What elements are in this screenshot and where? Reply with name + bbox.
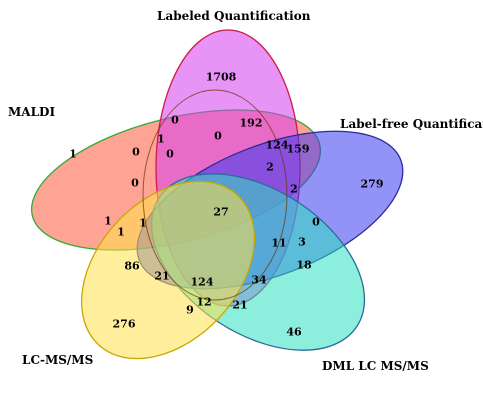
region-count: 0: [166, 148, 174, 161]
region-count: 21: [232, 299, 247, 312]
region-count: 0: [312, 216, 320, 229]
region-count: 3: [298, 236, 306, 249]
region-count: 21: [154, 270, 169, 283]
region-count: 0: [171, 114, 179, 127]
region-count: 1: [139, 217, 147, 230]
lcms-ellipse: [80, 180, 256, 360]
region-count: 124: [191, 276, 214, 289]
region-count: 34: [251, 274, 267, 287]
region-count: 2: [290, 183, 298, 196]
region-count: 1: [104, 215, 112, 228]
set-label-maldi: MALDI: [8, 105, 55, 119]
region-count: 2: [266, 161, 274, 174]
region-count: 0: [131, 177, 139, 190]
region-count: 159: [287, 143, 310, 156]
region-count: 18: [296, 259, 312, 272]
region-count: 0: [214, 130, 222, 143]
region-count: 192: [240, 117, 263, 130]
region-count: 1: [157, 133, 165, 146]
region-count: 1: [69, 148, 77, 161]
set-label-lcms: LC-MS/MS: [22, 353, 93, 367]
set-label-dml: DML LC MS/MS: [322, 359, 429, 373]
set-label-labelfree: Label-free Quantification: [340, 117, 483, 131]
region-count: 11: [271, 237, 286, 250]
set-label-labeled: Labeled Quantification: [157, 9, 311, 23]
inner-labeled-ellipse: [142, 89, 288, 301]
region-count: 279: [361, 178, 384, 191]
region-count: 9: [186, 304, 194, 317]
region-count: 27: [213, 206, 228, 219]
region-count: 0: [132, 146, 140, 159]
region-count: 1708: [206, 71, 237, 84]
region-count: 86: [124, 260, 140, 273]
region-count: 1: [117, 226, 125, 239]
region-count: 124: [266, 139, 289, 152]
region-count: 46: [286, 326, 302, 339]
region-count: 12: [196, 296, 211, 309]
region-count: 276: [113, 318, 136, 331]
